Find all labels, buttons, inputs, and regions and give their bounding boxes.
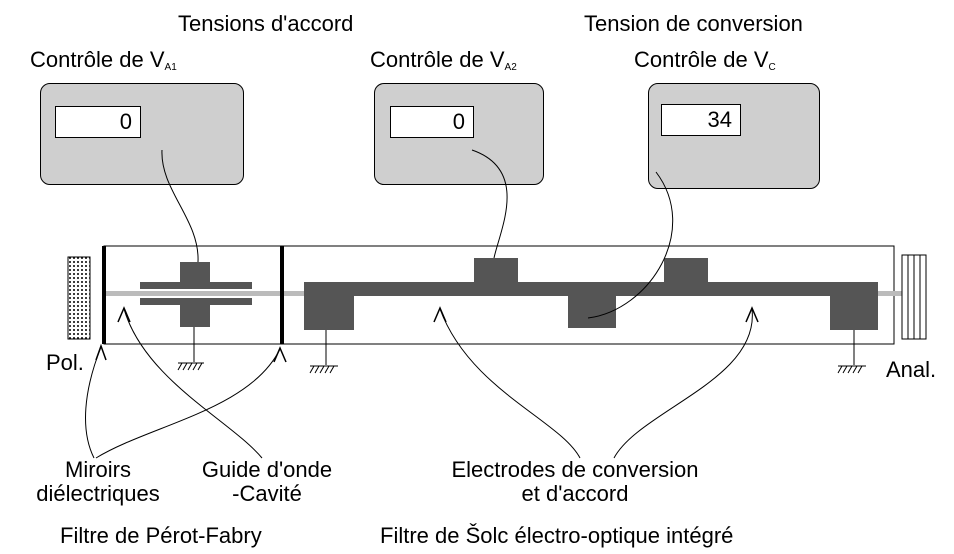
fp-electrode-bottom: [180, 305, 210, 327]
wire-va1: [161, 149, 199, 263]
control-label-sub: C: [768, 62, 776, 73]
heading-tuning-voltages: Tensions d'accord: [178, 11, 354, 36]
control-label-text: Contrôle de V: [30, 47, 165, 72]
analyzer: [901, 254, 927, 340]
fp-electrode-top: [180, 262, 210, 282]
solc-electrode-main: [304, 282, 878, 296]
control-label-text: Contrôle de V: [634, 47, 769, 72]
polarizer: [67, 256, 91, 340]
voltage-display-va2[interactable]: 0: [390, 106, 474, 138]
solc-electrode-left-pad: [304, 282, 354, 330]
voltage-display-vc[interactable]: 34: [661, 104, 741, 136]
electrodes-label-line2: et d'accord: [521, 481, 629, 506]
control-label-va2: Contrôle de VA2: [370, 48, 517, 80]
control-label-vc: Contrôle de VC: [634, 48, 776, 80]
label-curves: [85, 308, 753, 459]
solc-electrode-tab-a2: [474, 258, 518, 284]
ground-solc-left: [309, 330, 338, 374]
mirrors-label: Miroirs diélectriques: [18, 458, 178, 506]
control-panel-vc: 34: [648, 83, 820, 189]
analyzer-label: Anal.: [886, 357, 937, 382]
wire-vc: [587, 171, 674, 319]
control-label-sub: A1: [164, 62, 177, 73]
control-panel-va2: 0: [374, 83, 544, 185]
wire-va2: [471, 149, 508, 259]
waveguide-extension: [894, 291, 902, 296]
polarizer-label: Pol.: [46, 350, 84, 375]
mirror-right: [280, 246, 284, 344]
control-label-va1: Contrôle de VA1: [30, 48, 177, 80]
ground-solc-right: [837, 330, 866, 374]
mirror-left: [102, 246, 106, 344]
voltage-display-va1[interactable]: 0: [55, 106, 141, 138]
control-label-text: Contrôle de V: [370, 47, 505, 72]
mirrors-label-line2: diélectriques: [36, 481, 160, 506]
control-panel-va1: 0: [40, 83, 244, 185]
fp-electrode-bar-top: [140, 282, 252, 289]
solc-caption: Filtre de Šolc électro-optique intégré: [380, 523, 734, 548]
guide-label: Guide d'onde -Cavité: [192, 458, 342, 506]
electrodes-label: Electrodes de conversion et d'accord: [420, 458, 730, 506]
mirrors-label-line1: Miroirs: [65, 457, 131, 482]
fp-electrode-bar-bottom: [140, 298, 252, 305]
solc-electrode-tab-c-top: [664, 258, 708, 284]
guide-label-line2: -Cavité: [232, 481, 302, 506]
heading-conversion-voltage: Tension de conversion: [584, 11, 803, 36]
control-label-sub: A2: [504, 62, 517, 73]
solc-electrode-tab-c-bottom: [568, 294, 616, 328]
guide-label-line1: Guide d'onde: [201, 457, 333, 482]
electrodes-label-line1: Electrodes de conversion: [451, 457, 699, 482]
fabry-perot-caption: Filtre de Pérot-Fabry: [60, 523, 262, 548]
ground-fp: [177, 327, 204, 371]
solc-electrode-right-pad: [830, 282, 878, 330]
